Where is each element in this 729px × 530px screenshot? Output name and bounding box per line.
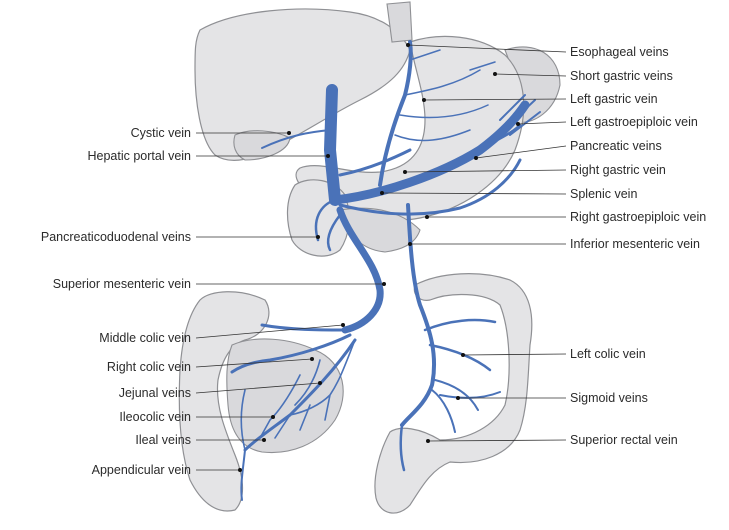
gallbladder-shape bbox=[233, 130, 291, 161]
veins-group bbox=[230, 40, 541, 501]
label-ileocolic-vein: Ileocolic vein bbox=[119, 410, 191, 424]
label-left-colic-vein: Left colic vein bbox=[570, 347, 646, 361]
label-splenic-vein: Splenic vein bbox=[570, 187, 637, 201]
labels-right: Esophageal veins Short gastric veins Lef… bbox=[570, 45, 706, 447]
esophagus-shape bbox=[386, 1, 413, 43]
right-gastroepiploic-vein bbox=[338, 158, 522, 216]
colon-shape-right bbox=[374, 273, 533, 514]
label-superior-mesenteric-vein: Superior mesenteric vein bbox=[53, 277, 191, 291]
label-ileal-veins: Ileal veins bbox=[135, 433, 191, 447]
label-inferior-mesenteric-vein: Inferior mesenteric vein bbox=[570, 237, 700, 251]
inferior-mesenteric-vein bbox=[400, 203, 437, 427]
label-cystic-vein: Cystic vein bbox=[131, 126, 191, 140]
label-middle-colic-vein: Middle colic vein bbox=[99, 331, 191, 345]
label-pancreaticoduodenal-veins: Pancreaticoduodenal veins bbox=[41, 230, 191, 244]
label-left-gastric-vein: Left gastric vein bbox=[570, 92, 658, 106]
leader-lines bbox=[195, 43, 567, 472]
superior-mesenteric-vein bbox=[336, 206, 384, 334]
label-right-gastroepiploic-vein: Right gastroepiploic vein bbox=[570, 210, 706, 224]
label-short-gastric-veins: Short gastric veins bbox=[570, 69, 673, 83]
label-right-gastric-vein: Right gastric vein bbox=[570, 163, 666, 177]
label-left-gastroepiploic-vein: Left gastroepiploic vein bbox=[570, 115, 698, 129]
label-hepatic-portal-vein: Hepatic portal vein bbox=[87, 149, 191, 163]
labels-left: Cystic vein Hepatic portal vein Pancreat… bbox=[41, 126, 191, 477]
small-intestine-shape bbox=[226, 338, 344, 454]
middle-colic-vein bbox=[260, 323, 347, 332]
gastric-branches bbox=[394, 49, 496, 142]
right-colic-vein bbox=[230, 333, 352, 374]
label-right-colic-vein: Right colic vein bbox=[107, 360, 191, 374]
cystic-vein bbox=[261, 129, 331, 149]
label-sigmoid-veins: Sigmoid veins bbox=[570, 391, 648, 405]
label-esophageal-veins: Esophageal veins bbox=[570, 45, 669, 59]
superior-rectal-vein bbox=[399, 423, 406, 472]
colon-shape bbox=[178, 291, 270, 512]
label-jejunal-veins: Jejunal veins bbox=[119, 386, 191, 400]
hepatic-portal-vein bbox=[324, 84, 341, 206]
left-gastroepiploic-vein bbox=[478, 123, 522, 152]
jejunal-ileal-arcades bbox=[240, 339, 356, 451]
label-superior-rectal-vein: Superior rectal vein bbox=[570, 433, 678, 447]
pancreaticoduodenal-veins bbox=[314, 198, 342, 252]
liver-shape bbox=[194, 8, 411, 162]
label-pancreatic-veins: Pancreatic veins bbox=[570, 139, 662, 153]
label-appendicular-vein: Appendicular vein bbox=[92, 463, 191, 477]
right-gastric-vein bbox=[338, 148, 412, 177]
appendicular-vein bbox=[240, 449, 246, 501]
